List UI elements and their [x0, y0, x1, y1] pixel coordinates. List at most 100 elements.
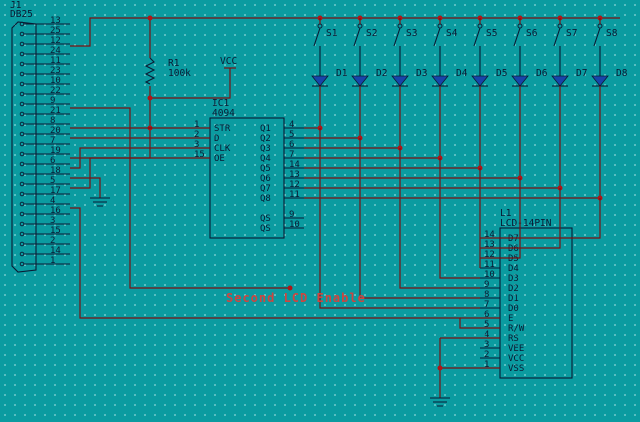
switch-blade — [553, 27, 561, 47]
lcd-pin-num: 8 — [484, 290, 489, 300]
ic-extra-pin-num: 10 — [289, 220, 300, 230]
connector-pin-label: 3 — [50, 216, 55, 226]
lcd-pin-num: 4 — [484, 330, 489, 340]
lcd-pin-name: D0 — [508, 304, 519, 314]
lcd-pin-name: D4 — [508, 264, 519, 274]
ic-right-pin-num: 4 — [289, 120, 294, 130]
connector-pin-label: 23 — [50, 66, 61, 76]
resistor-value: 100k — [168, 68, 191, 79]
ic-left-pin-name: CLK — [214, 144, 231, 154]
connector-pin-dot — [19, 21, 25, 27]
switch-label: S5 — [486, 28, 497, 39]
junction-dot — [437, 365, 443, 371]
diode-label: D2 — [376, 68, 387, 79]
ic-left-pin-num: 2 — [194, 130, 199, 140]
lcd-data-wire — [319, 128, 480, 309]
lcd-pin-name: D2 — [508, 284, 519, 294]
top-bus: R1 100k VCC — [70, 15, 620, 159]
connector-pin-dot — [19, 41, 25, 47]
connector-pin-dot — [19, 191, 25, 197]
ic-right-pin-num: 5 — [289, 130, 294, 140]
diode-symbol — [391, 75, 409, 87]
connector-pin-label: 25 — [50, 26, 61, 36]
connector-pin-dot — [19, 231, 25, 237]
switch-label: S6 — [526, 28, 538, 39]
switch-blade — [433, 27, 441, 47]
second-lcd-enable-label: Second LCD Enable — [226, 291, 366, 305]
ic-right-pin-name: Q7 — [260, 184, 271, 194]
diode-label: D4 — [456, 68, 468, 79]
ic-right-pin-num: 12 — [289, 180, 300, 190]
lcd-pin-name: D6 — [508, 244, 519, 254]
ic-extra-pin-name: QS — [260, 214, 271, 224]
lcd-pin-name: D7 — [508, 234, 519, 244]
diode-label: D1 — [336, 68, 348, 79]
connector-pin-dot — [19, 221, 25, 227]
switch-contact — [597, 23, 603, 29]
connector-pin-label: 8 — [50, 116, 55, 126]
db25-connector: J1 DB25 13251224112310229218207196185174… — [10, 0, 70, 273]
lcd-pin-name: D5 — [508, 254, 519, 264]
lcd-part: LCD-14PIN — [500, 218, 552, 229]
connector-pin-label: 24 — [50, 46, 61, 56]
diode-symbol — [311, 75, 329, 87]
ic-right-pin-num: 7 — [289, 150, 294, 160]
connector-pin-label: 22 — [50, 86, 61, 96]
ic-right-pin-name: Q6 — [260, 174, 271, 184]
connector-pin-dot — [19, 71, 25, 77]
connector-pin-dot — [19, 211, 25, 217]
connector-pin-label: 12 — [50, 36, 61, 46]
connector-pin-dot — [19, 151, 25, 157]
switch-contact — [357, 23, 363, 29]
lcd-pin-num: 10 — [484, 270, 495, 280]
diode-label: D3 — [416, 68, 427, 79]
diode-symbol — [551, 75, 569, 87]
switch-contact — [397, 23, 403, 29]
connector-pin-label: 14 — [50, 246, 61, 256]
misc-wiring: Second LCD Enable — [70, 107, 500, 407]
lcd-pin-num: 3 — [484, 340, 489, 350]
ic-right-pin-name: Q1 — [260, 124, 271, 134]
connector-pin-dot — [19, 111, 25, 117]
connector-pin-label: 11 — [50, 56, 61, 66]
connector-pin-label: 6 — [50, 156, 55, 166]
lcd-pin-name: R/W — [508, 324, 525, 334]
connector-pin-label: 20 — [50, 126, 61, 136]
lcd-pin-num: 1 — [484, 360, 489, 370]
ic-right-pin-num: 11 — [289, 190, 300, 200]
connector-pin-label: 19 — [50, 146, 61, 156]
switch-label: S3 — [406, 28, 417, 39]
switch-blade — [473, 27, 481, 47]
connector-pin-label: 9 — [50, 96, 55, 106]
junction-dot — [147, 95, 153, 101]
connector-pin-dot — [19, 171, 25, 177]
connector-pin-dot — [19, 121, 25, 127]
connector-pin-label: 13 — [50, 16, 61, 26]
ic-right-pin-num: 13 — [289, 170, 300, 180]
connector-pin-dot — [19, 101, 25, 107]
switch-contact — [317, 23, 323, 29]
diode-symbol — [431, 75, 449, 87]
ic-part: 4094 — [212, 108, 235, 119]
switch-label: S2 — [366, 28, 377, 39]
lcd-pin-name: E — [508, 314, 513, 324]
switch-blade — [513, 27, 521, 47]
lcd-pin-num: 12 — [484, 250, 495, 260]
lcd-pin-num: 9 — [484, 280, 489, 290]
lcd-data-wire — [399, 148, 480, 289]
connector-type: DB25 — [10, 9, 33, 20]
junction-dot — [147, 15, 153, 21]
connector-pin-label: 15 — [50, 226, 61, 236]
ic-left-pin-name: D — [214, 134, 219, 144]
lcd-pin-num: 11 — [484, 260, 495, 270]
resistor-ref: R1 — [168, 58, 180, 69]
connector-pin-dot — [19, 261, 25, 267]
lcd-pin-name: D3 — [508, 274, 519, 284]
lcd-pin-num: 2 — [484, 350, 489, 360]
switch-blade — [393, 27, 401, 47]
connector-pin-label: 1 — [50, 256, 55, 266]
diode-symbol — [511, 75, 529, 87]
switch-label: S8 — [606, 28, 618, 39]
